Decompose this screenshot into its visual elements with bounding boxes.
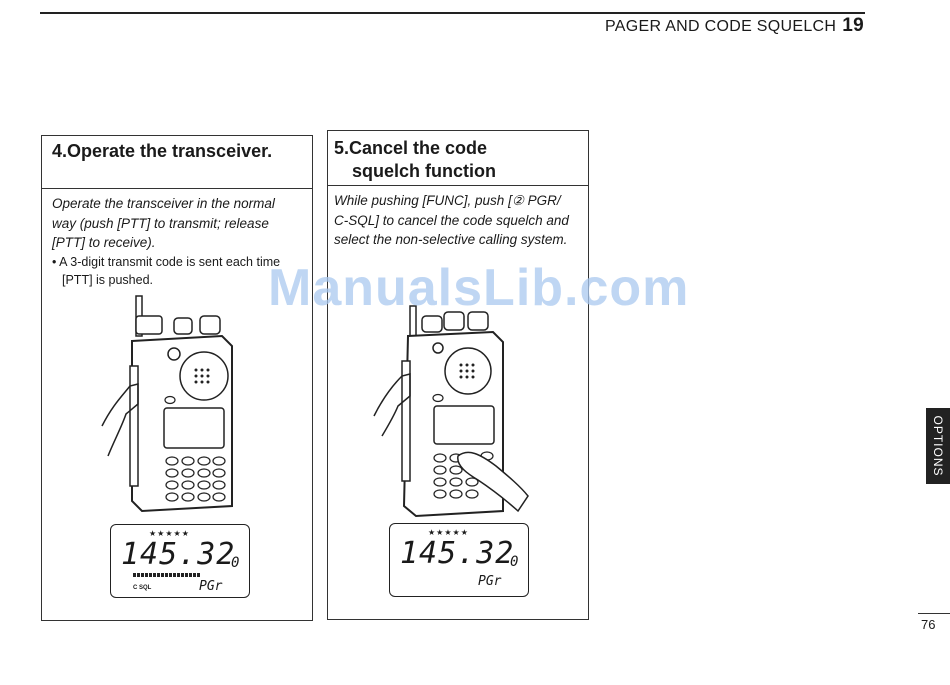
lcd-display: ★★★★★ 145.32 0 C SQL PGr xyxy=(110,524,250,598)
footer-page-number: 76 xyxy=(921,617,936,632)
watermark: ManualsLib.com xyxy=(268,259,690,317)
csql-indicator: C SQL xyxy=(133,585,152,591)
step4-instruction-line: way (push [PTT] to transmit; release xyxy=(52,215,269,231)
transceiver-illustration xyxy=(373,305,529,518)
frequency-readout: 145.32 xyxy=(121,537,236,572)
step5-title: 5.Cancel the code squelch function xyxy=(328,131,588,186)
step4-bullet: • A 3-digit transmit code is sent each t… xyxy=(52,253,280,289)
step4-bullet-line: • A 3-digit transmit code is sent each t… xyxy=(52,255,281,269)
pager-mode-readout: PGr xyxy=(199,579,223,594)
step4-title-text: 4.Operate the transceiver. xyxy=(52,141,273,161)
signal-stars: ★★★★★ xyxy=(149,529,190,538)
step5-instruction-line: While pushing [FUNC], push [② PGR/ xyxy=(334,193,561,208)
channel-digit: 0 xyxy=(231,555,240,571)
header-title: PAGER AND CODE SQUELCH xyxy=(605,18,837,35)
step5-title-line: squelch function xyxy=(352,161,496,181)
step5-panel: 5.Cancel the code squelch function While… xyxy=(327,130,589,620)
step4-bullet-line: [PTT] is pushed. xyxy=(62,273,154,287)
step5-instruction: While pushing [FUNC], push [② PGR/ C-SQL… xyxy=(334,191,569,250)
header-rule xyxy=(40,12,865,14)
step4-instruction-line: Operate the transceiver in the normal xyxy=(52,196,275,211)
step5-instruction-line: select the non-selective calling system. xyxy=(334,232,568,247)
page-header: PAGER AND CODE SQUELCH 19 xyxy=(605,15,864,37)
transceiver-illustration xyxy=(101,295,233,513)
step5-instruction-line: C-SQL] to cancel the code squelch and xyxy=(334,212,569,228)
step4-title: 4.Operate the transceiver. xyxy=(42,136,312,189)
s-meter-bar xyxy=(133,573,201,577)
step4-panel: 4.Operate the transceiver. Operate the t… xyxy=(41,135,313,621)
header-page-number: 19 xyxy=(842,15,864,36)
footer-rule xyxy=(918,613,950,614)
options-tab-label: OPTIONS xyxy=(931,415,945,477)
step4-instruction-line: [PTT] to receive). xyxy=(52,235,156,250)
step5-title-line: 5.Cancel the code xyxy=(334,138,488,158)
options-side-tab: OPTIONS xyxy=(926,408,950,484)
frequency-readout: 145.32 xyxy=(400,536,515,571)
step4-instruction: Operate the transceiver in the normal wa… xyxy=(52,194,275,253)
channel-digit: 0 xyxy=(510,554,519,570)
lcd-display: ★★★★★ 145.32 0 PGr xyxy=(389,523,529,597)
pager-mode-readout: PGr xyxy=(478,574,502,589)
signal-stars: ★★★★★ xyxy=(428,528,469,537)
